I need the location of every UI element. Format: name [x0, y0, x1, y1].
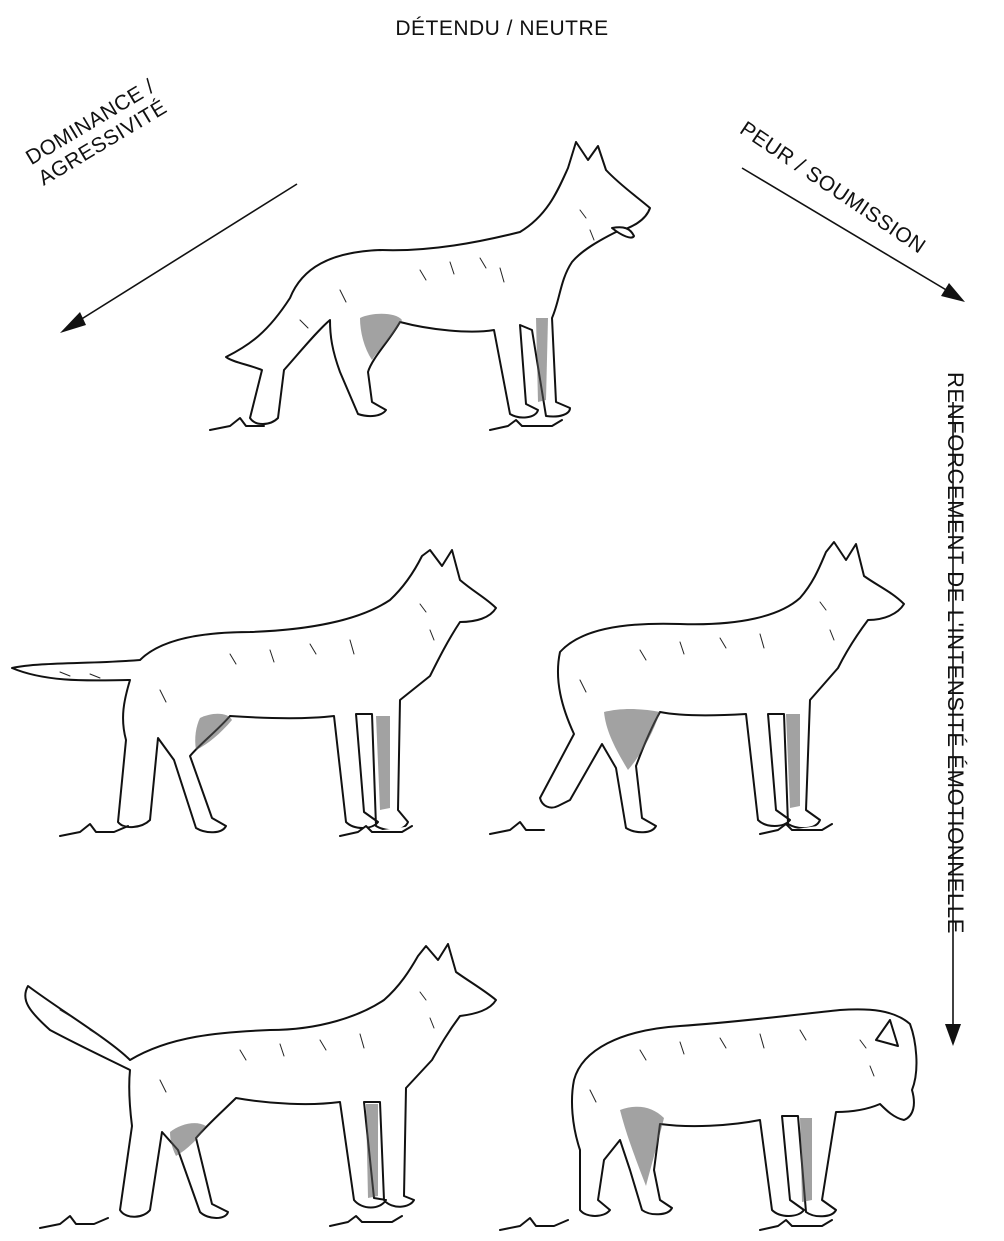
fear-mid-dog — [490, 542, 904, 834]
dominance-arrow — [60, 184, 297, 333]
fear-arrow — [742, 168, 965, 302]
dominance-high-dog — [25, 944, 496, 1228]
intensity-arrow — [945, 402, 961, 1046]
dominance-mid-dog — [12, 550, 496, 836]
neutral-dog — [210, 142, 650, 430]
fear-high-dog — [500, 1009, 916, 1230]
